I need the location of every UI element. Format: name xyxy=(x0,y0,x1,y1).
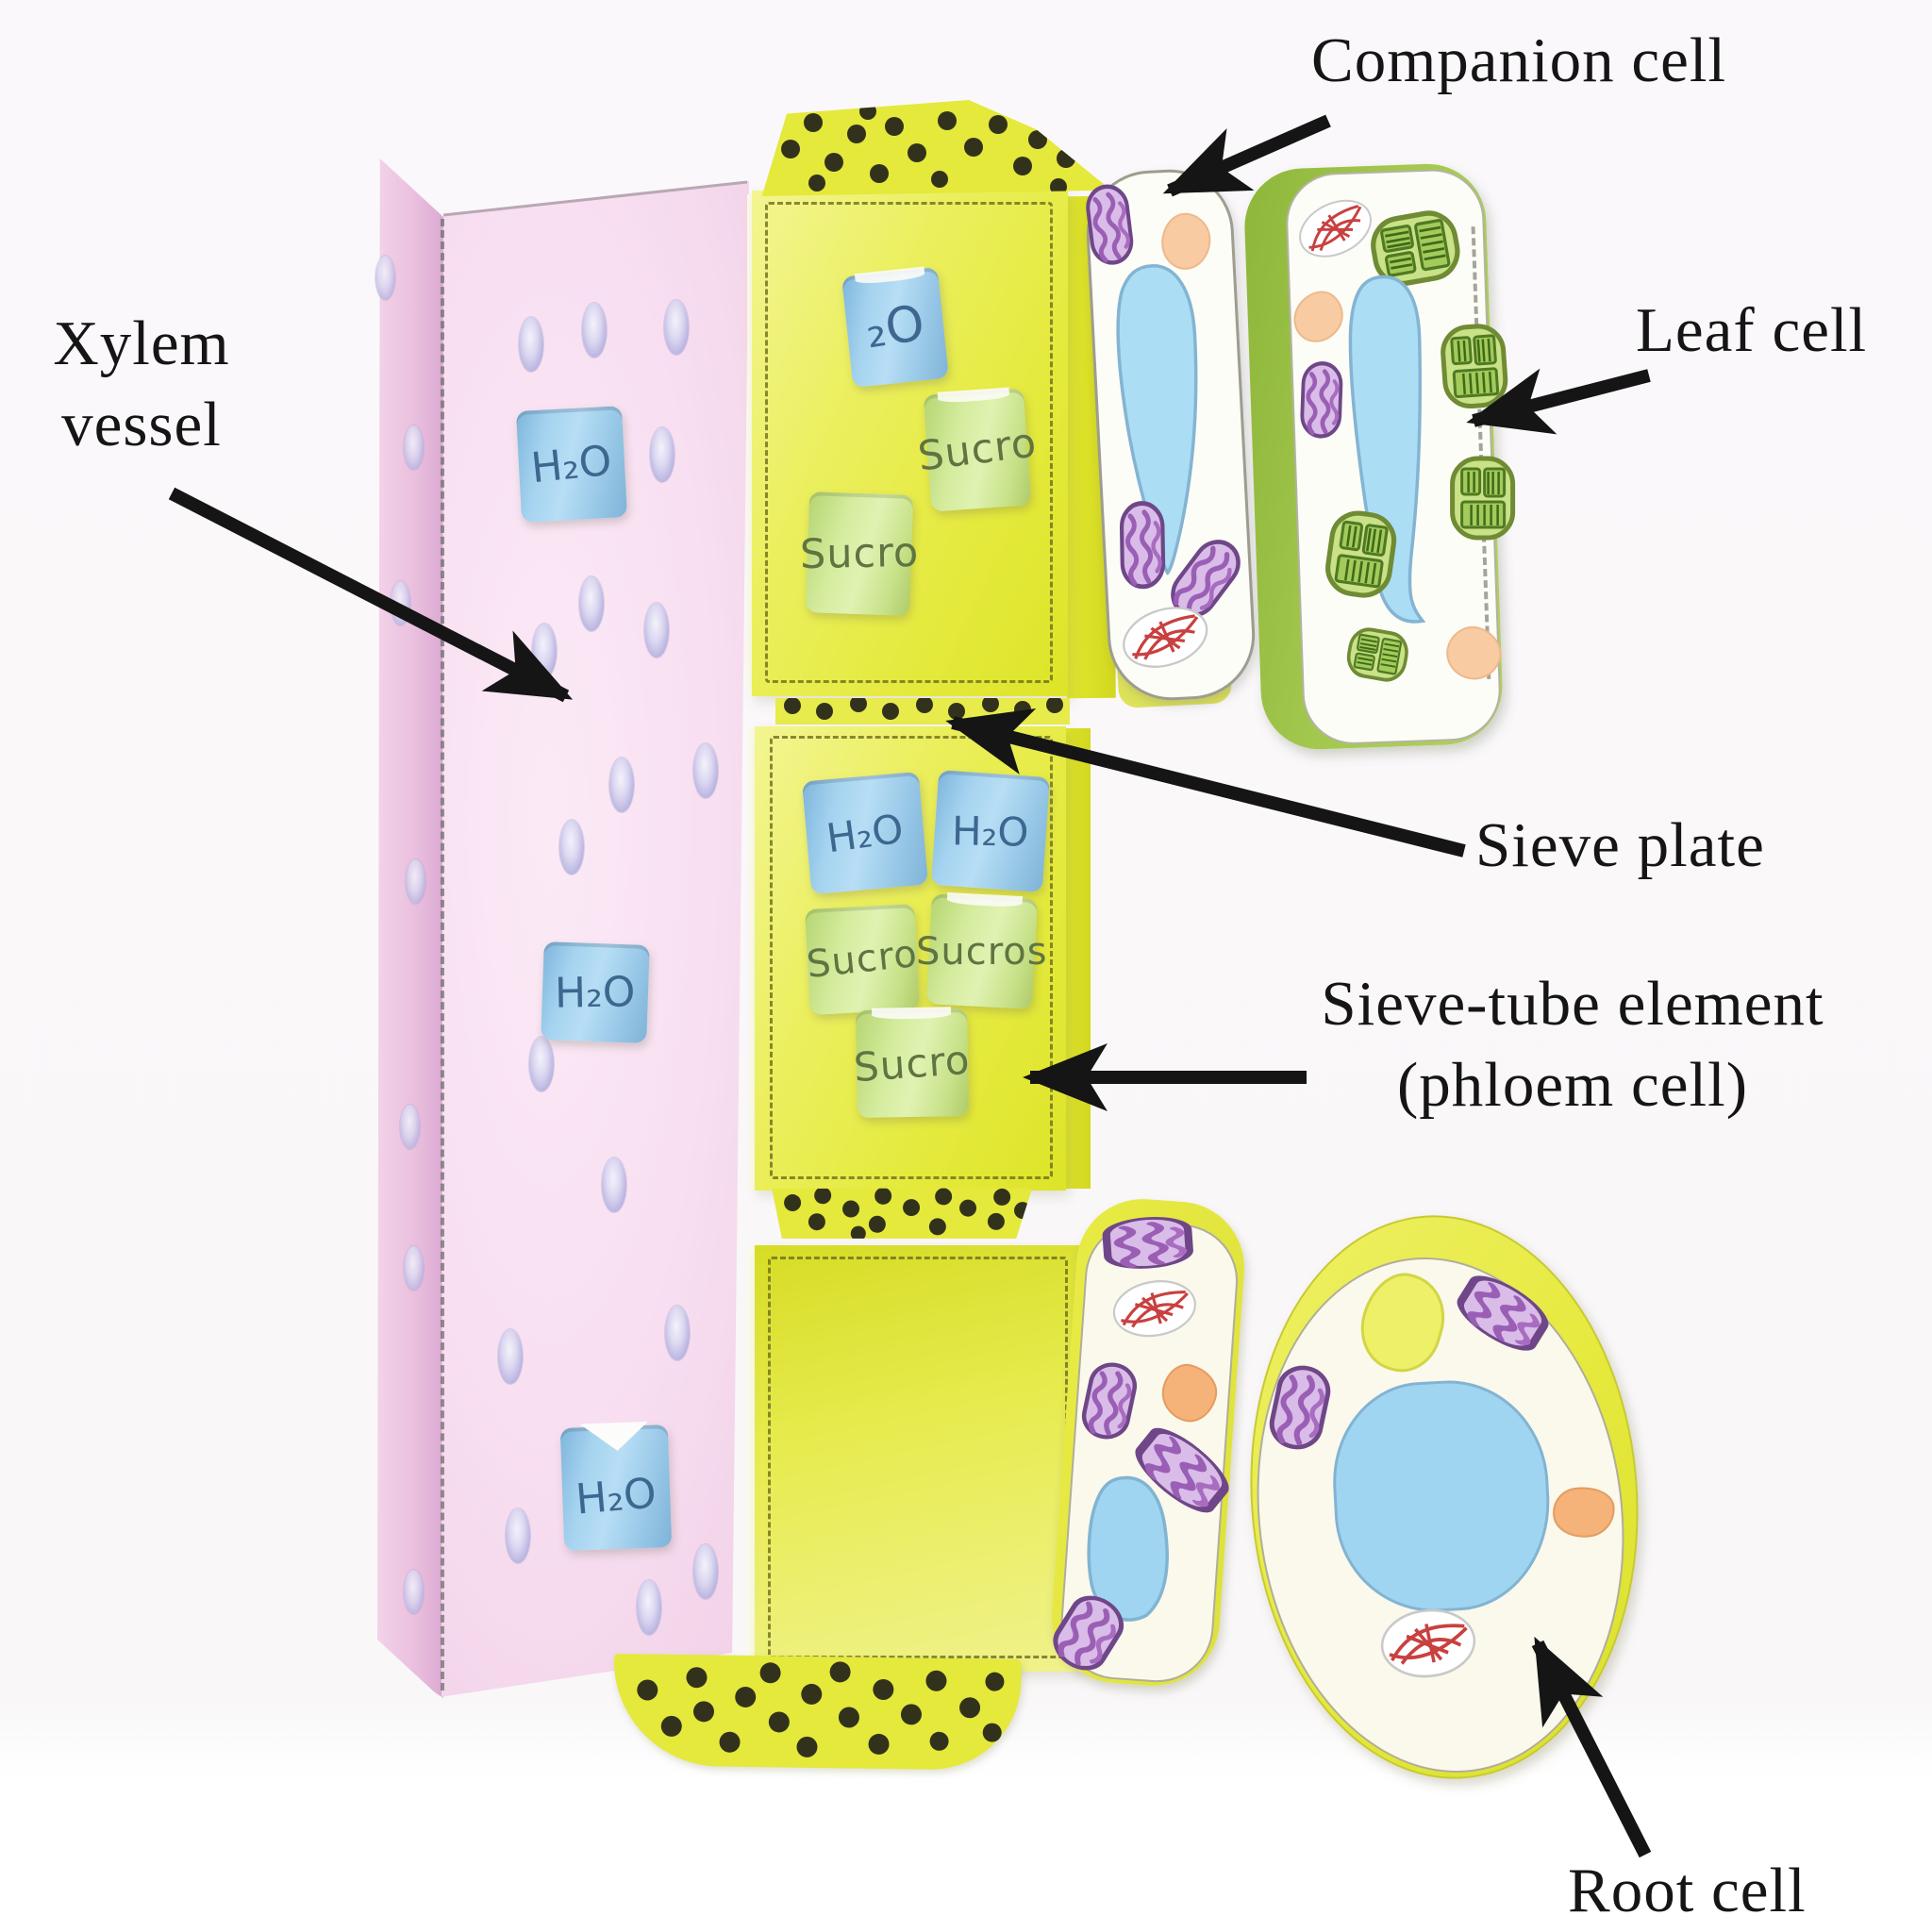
xylem-pit xyxy=(404,1570,424,1614)
endoplasmic-reticulum-icon xyxy=(1107,1273,1202,1345)
label-companion-cell: Companion cell xyxy=(1311,25,1727,95)
label-sieve-plate: Sieve plate xyxy=(1475,810,1765,880)
vacuole xyxy=(1116,264,1198,576)
mitochondrion-icon xyxy=(1099,1213,1197,1273)
xylem-pit xyxy=(693,743,718,798)
mitochondrion-icon xyxy=(1298,359,1344,441)
phloem-tray-middle-edge xyxy=(749,730,758,1189)
xylem-pit xyxy=(665,1306,690,1360)
mitochondrion-icon xyxy=(1118,499,1167,591)
sieve-plate-flap-middle xyxy=(772,1186,1032,1241)
sieve-plate-dots xyxy=(637,1661,1005,1757)
root-cell-narrow xyxy=(1047,1194,1249,1690)
xylem-pit xyxy=(664,300,689,355)
chloroplast-icon xyxy=(1449,455,1517,541)
cylinder-rim xyxy=(871,1007,952,1020)
water-cylinder: H₂O xyxy=(802,771,928,895)
water-cylinder: H₂O xyxy=(515,406,628,523)
endoplasmic-reticulum-icon xyxy=(1375,1603,1480,1684)
xylem-pit xyxy=(506,1508,530,1563)
label-line: Xylem xyxy=(53,308,230,378)
sucrose-cylinder: Sucro xyxy=(805,904,920,1015)
xylem-pit xyxy=(609,758,634,812)
chloroplast-icon xyxy=(1320,506,1401,603)
fold-dashed-line xyxy=(1471,226,1491,679)
phloem-tray-bottom xyxy=(755,1245,1083,1672)
water-cylinder: H₂O xyxy=(559,1422,673,1551)
label-line: Sieve-tube element xyxy=(1321,969,1824,1039)
sieve-plate-dots xyxy=(784,698,1063,720)
xylem-pit xyxy=(400,1105,420,1149)
sieve-plate-dots xyxy=(781,103,1093,195)
water-cylinder: H₂O xyxy=(930,770,1051,892)
endoplasmic-reticulum-icon xyxy=(1113,594,1218,680)
vacuole xyxy=(1348,275,1426,624)
sucrose-label: Sucro xyxy=(915,419,1040,481)
water-label: ₂O xyxy=(861,294,929,360)
chloroplast-icon xyxy=(1342,624,1413,687)
xylem-pit xyxy=(391,581,410,625)
golgi-blob xyxy=(1440,619,1508,688)
sucrose-cylinder: Sucro xyxy=(915,387,1040,512)
xylem-pit xyxy=(644,603,669,658)
xylem-pit xyxy=(650,427,675,482)
xylem-pit xyxy=(582,303,607,358)
label-line: (phloem cell) xyxy=(1396,1049,1749,1120)
xylem-pit xyxy=(529,1037,554,1091)
sucrose-label: Sucro xyxy=(805,931,920,988)
mitochondrion-icon xyxy=(1082,180,1137,268)
sucrose-label: Sucro xyxy=(799,528,920,579)
xylem-pit xyxy=(375,256,395,300)
sucrose-cylinder: Sucro xyxy=(853,1007,972,1119)
sucrose-cylinder: Sucros xyxy=(916,891,1048,1009)
xylem-pit xyxy=(693,1544,718,1599)
sieve-plate-flap-top xyxy=(761,100,1111,196)
xylem-fold-dashed-line xyxy=(441,219,447,1690)
root-cell-round xyxy=(1228,1202,1657,1794)
sieve-plate-dots xyxy=(772,1186,1032,1241)
fold-dashed-border xyxy=(770,736,1053,1179)
sieve-plate-band xyxy=(775,698,1070,724)
fold-dashed-border xyxy=(768,1257,1068,1658)
label-sieve-tube-element: Sieve-tube element (phloem cell) xyxy=(1275,964,1870,1126)
label-leaf-cell: Leaf cell xyxy=(1636,295,1868,365)
water-label: H₂O xyxy=(554,967,637,1018)
xylem-strip-flap xyxy=(377,158,443,1698)
xylem-pit xyxy=(579,576,604,631)
water-cylinder: ₂O xyxy=(841,266,949,389)
water-label: H₂O xyxy=(824,805,907,861)
root-cell-face xyxy=(1058,1218,1242,1687)
sucrose-label: Sucro xyxy=(852,1036,973,1091)
xylem-pit xyxy=(406,859,425,904)
leaf-cell-face xyxy=(1284,167,1503,746)
xylem-pit xyxy=(637,1580,661,1635)
xylem-pit xyxy=(559,820,584,874)
water-label: H₂O xyxy=(574,1468,659,1524)
xylem-pit xyxy=(519,317,543,372)
water-label: H₂O xyxy=(951,807,1030,856)
cylinder-open-top xyxy=(579,1422,649,1453)
phloem-tray-bottom-edge xyxy=(747,1247,757,1670)
xylem-pit xyxy=(404,1246,424,1291)
water-label: H₂O xyxy=(528,436,615,492)
fold-dashed-border xyxy=(765,202,1053,683)
leaf-cell xyxy=(1242,161,1504,752)
xylem-pit xyxy=(404,425,424,470)
sucrose-label: Sucros xyxy=(916,929,1048,974)
xylem-pit xyxy=(498,1329,523,1384)
sucrose-cylinder: Sucro xyxy=(799,491,920,616)
label-line: vessel xyxy=(61,389,222,459)
label-root-cell: Root cell xyxy=(1568,1856,1807,1925)
golgi-blob xyxy=(1156,1358,1224,1428)
chloroplast-icon xyxy=(1438,321,1511,412)
sieve-plate-flap-bottom xyxy=(612,1653,1022,1772)
xylem-pit xyxy=(532,624,557,678)
water-cylinder: H₂O xyxy=(541,941,650,1043)
mitochondrion-icon xyxy=(1076,1357,1142,1444)
xylem-pit xyxy=(602,1158,626,1212)
label-xylem-vessel: Xylem vessel xyxy=(28,304,255,466)
companion-cell xyxy=(1082,166,1258,704)
